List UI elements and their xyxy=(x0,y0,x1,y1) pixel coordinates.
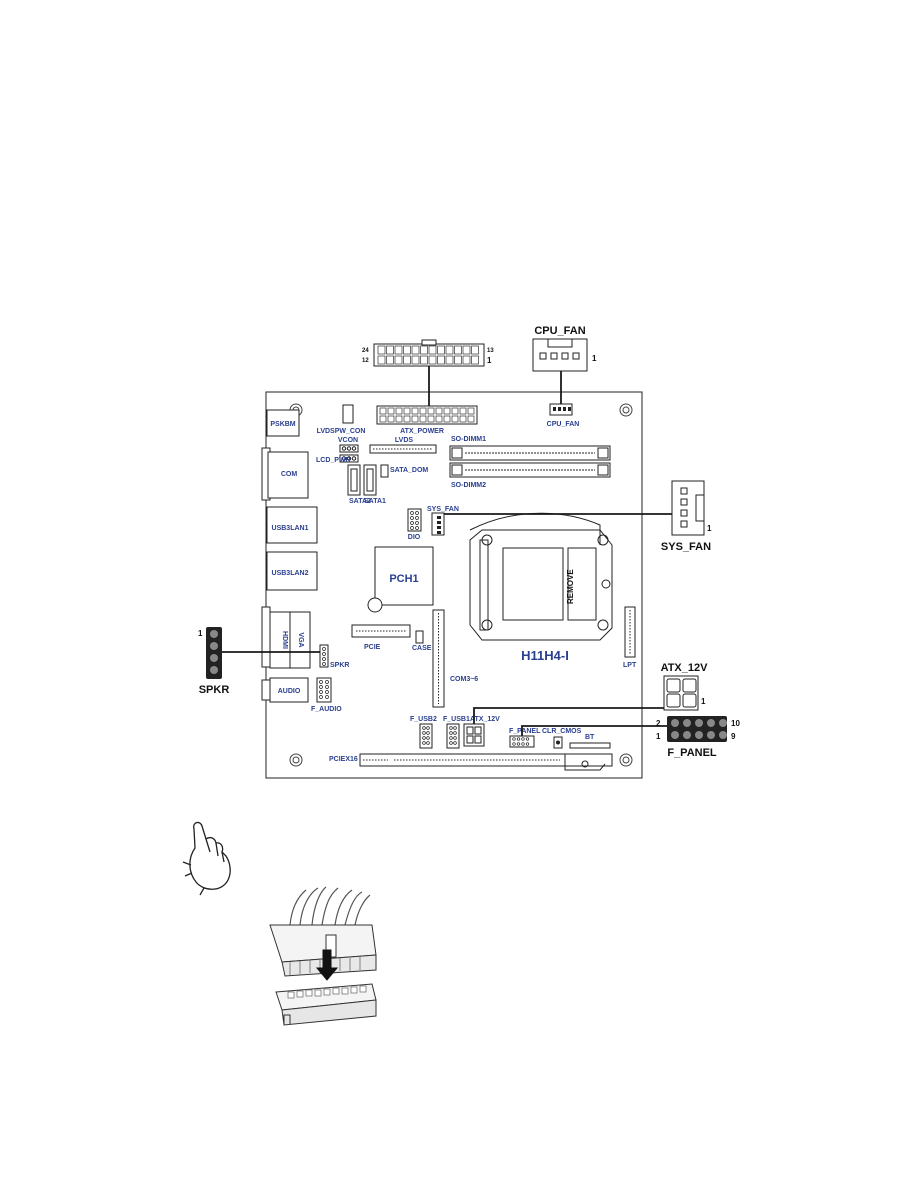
sata-dom-header: SATA_DOM xyxy=(380,464,428,478)
pch-chip: PCH1 xyxy=(367,546,434,613)
sys-fan-title: SYS_FAN xyxy=(661,541,711,553)
com-port: COM xyxy=(261,447,309,501)
lpt-label: LPT xyxy=(623,662,637,669)
spkr-callout: 1 SPKR xyxy=(198,627,320,696)
sata-dom-label: SATA_DOM xyxy=(390,467,428,474)
atx-power-label: ATX_POWER xyxy=(400,428,444,435)
hdmi-label: HDMI xyxy=(281,631,288,649)
usb-lan1-port: USB3LAN1 xyxy=(266,506,318,544)
sys-fan-pin1: 1 xyxy=(707,524,712,533)
sys-fan-small-label: SYS_FAN xyxy=(427,506,459,513)
usb-lan1-label: USB3LAN1 xyxy=(272,525,309,532)
f-usb2-header xyxy=(419,723,433,749)
f-panel-pin9: 9 xyxy=(731,732,736,741)
atx12v-small-label: ATX_12V xyxy=(470,716,500,723)
so-dimm1-slot: SO-DIMM1 xyxy=(449,436,611,461)
spkr-header: SPKR xyxy=(319,644,349,669)
lvds-label: LVDS xyxy=(395,437,413,444)
lcd-pwr-label: LCD_PWR xyxy=(316,457,351,464)
vcon-label: VCON xyxy=(338,437,358,444)
so-dimm1-label: SO-DIMM1 xyxy=(451,436,486,443)
cpu-fan-title: CPU_FAN xyxy=(534,325,585,337)
cpu-fan-pin1: 1 xyxy=(592,354,597,363)
spkr-title: SPKR xyxy=(199,684,230,696)
f-panel-header xyxy=(509,735,535,748)
pciex16-slot xyxy=(359,753,613,771)
atx12v-callout: ATX_12V 1 xyxy=(473,662,709,724)
dio-header: DIO xyxy=(407,508,422,541)
sata1-connector xyxy=(363,464,377,496)
audio-label: AUDIO xyxy=(278,688,301,695)
cpu-socket: REMOVE xyxy=(469,512,613,641)
f-usb1-label: F_USB1 xyxy=(443,716,470,723)
clr-cmos-label: CLR_CMOS xyxy=(542,728,582,735)
f-usb2-label: F_USB2 xyxy=(410,716,437,723)
lcd-pwr-jumper: LCD_PWR xyxy=(316,454,359,464)
case-header: CASE xyxy=(412,630,432,652)
battery-holder xyxy=(569,742,611,749)
f-panel-callout: 2 1 10 9 F_PANEL xyxy=(521,716,740,759)
f-audio-header: F_AUDIO xyxy=(311,677,342,713)
lpt-connector: LPT xyxy=(623,606,637,669)
sys-fan-callout: 1 SYS_FAN xyxy=(444,480,712,553)
atx12v-header xyxy=(463,723,485,747)
usb-lan2-label: USB3LAN2 xyxy=(272,570,309,577)
ps2-port: PSKBM xyxy=(266,409,300,437)
cpu-fan-callout: CPU_FAN 1 xyxy=(532,325,597,404)
atx-power-pin24: 24 xyxy=(362,348,369,354)
f-panel-pin1: 1 xyxy=(656,732,661,741)
com36-label: COM3~6 xyxy=(450,676,478,683)
pch-label: PCH1 xyxy=(389,573,418,585)
atx-power-pin12: 12 xyxy=(362,358,369,364)
spkr-small-label: SPKR xyxy=(330,662,349,669)
pcie-label: PCIE xyxy=(364,644,381,651)
vga-label: VGA xyxy=(297,632,304,647)
atx-power-connector: ATX_POWER xyxy=(376,405,478,435)
so-dimm2-slot: SO-DIMM2 xyxy=(449,462,611,489)
atx12v-title: ATX_12V xyxy=(661,662,709,674)
bt-label: BT xyxy=(585,734,595,741)
clr-cmos-jumper xyxy=(553,736,563,749)
board-model-label: H11H4-I xyxy=(521,648,569,663)
f-audio-label: F_AUDIO xyxy=(311,706,342,713)
sys-fan-header: SYS_FAN xyxy=(427,506,459,536)
so-dimm2-label: SO-DIMM2 xyxy=(451,482,486,489)
f-panel-small-label: F_PANEL xyxy=(509,728,541,735)
sata2-label: SATA2 xyxy=(349,498,371,505)
atx-power-callout: 24 12 13 1 xyxy=(362,339,494,406)
lvds-connector: LVDS xyxy=(369,437,437,454)
com-label: COM xyxy=(281,471,298,478)
lvdspw-connector: LVDSPW_CON xyxy=(317,404,366,435)
f-usb1-header xyxy=(446,723,460,749)
pointing-hand-icon xyxy=(182,821,231,896)
dio-label: DIO xyxy=(408,534,421,541)
ps2-label: PSKBM xyxy=(270,421,295,428)
connector-insertion-illustration xyxy=(269,886,377,1026)
f-panel-pin2: 2 xyxy=(656,719,661,728)
f-panel-pin10: 10 xyxy=(731,719,740,728)
vcon-jumper: VCON xyxy=(338,437,359,453)
sata2-connector xyxy=(347,464,361,496)
spkr-pin1: 1 xyxy=(198,629,203,638)
remove-label: REMOVE xyxy=(566,569,575,604)
atx-power-pin13: 13 xyxy=(487,348,494,354)
f-panel-title: F_PANEL xyxy=(667,747,717,759)
com36-header: COM3~6 xyxy=(432,609,478,708)
audio-port: AUDIO xyxy=(261,677,309,703)
lvdspw-label: LVDSPW_CON xyxy=(317,428,366,435)
pciex16-label: PCIEX16 xyxy=(329,756,358,763)
case-label: CASE xyxy=(412,645,432,652)
pcie-mini-slot: PCIE xyxy=(351,624,411,651)
sata1-label: SATA1 xyxy=(364,498,386,505)
cpu-fan-small-label: CPU_FAN xyxy=(547,421,580,428)
usb-lan2-port: USB3LAN2 xyxy=(266,551,318,591)
hdmi-vga-port: HDMI VGA xyxy=(261,606,311,669)
atx12v-pin1: 1 xyxy=(701,697,706,706)
atx-power-pin1: 1 xyxy=(487,356,492,365)
